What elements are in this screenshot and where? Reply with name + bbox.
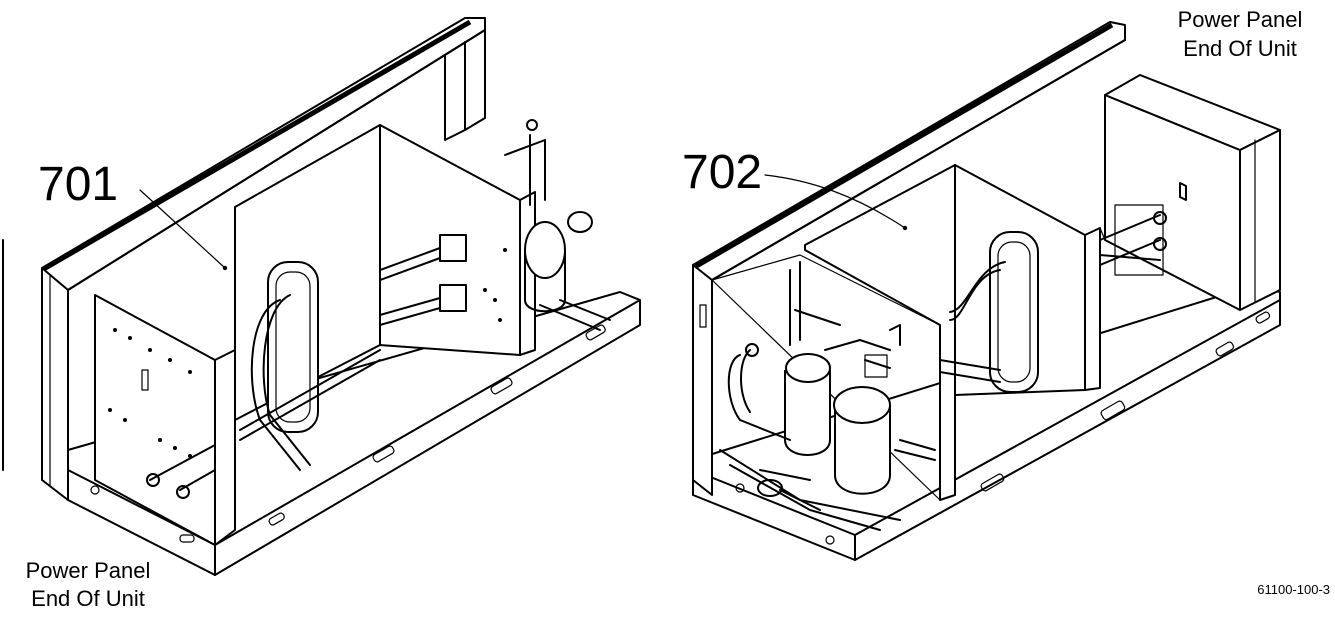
left-unit-illustration bbox=[40, 17, 641, 576]
right-end-label-line1: Power Panel bbox=[1178, 7, 1303, 32]
left-heat-exchanger bbox=[267, 261, 319, 433]
right-end-post bbox=[692, 264, 713, 496]
right-unit-illustration bbox=[691, 21, 1281, 561]
left-callout-leader bbox=[139, 189, 226, 269]
left-compressor bbox=[524, 221, 566, 279]
left-end-label-line2: End Of Unit bbox=[31, 586, 145, 611]
right-compressor-front bbox=[834, 405, 891, 495]
right-compressor-rear bbox=[784, 370, 831, 456]
left-end-label-line1: Power Panel bbox=[26, 558, 151, 583]
right-heat-exchanger bbox=[989, 231, 1039, 393]
left-end-post bbox=[41, 267, 69, 501]
right-callout-leader bbox=[764, 174, 906, 229]
left-callout-number: 701 bbox=[38, 158, 118, 211]
right-callout-number: 702 bbox=[682, 146, 762, 199]
figure-id: 61100-100-3 bbox=[1257, 582, 1330, 597]
right-end-label-line2: End Of Unit bbox=[1183, 36, 1297, 61]
